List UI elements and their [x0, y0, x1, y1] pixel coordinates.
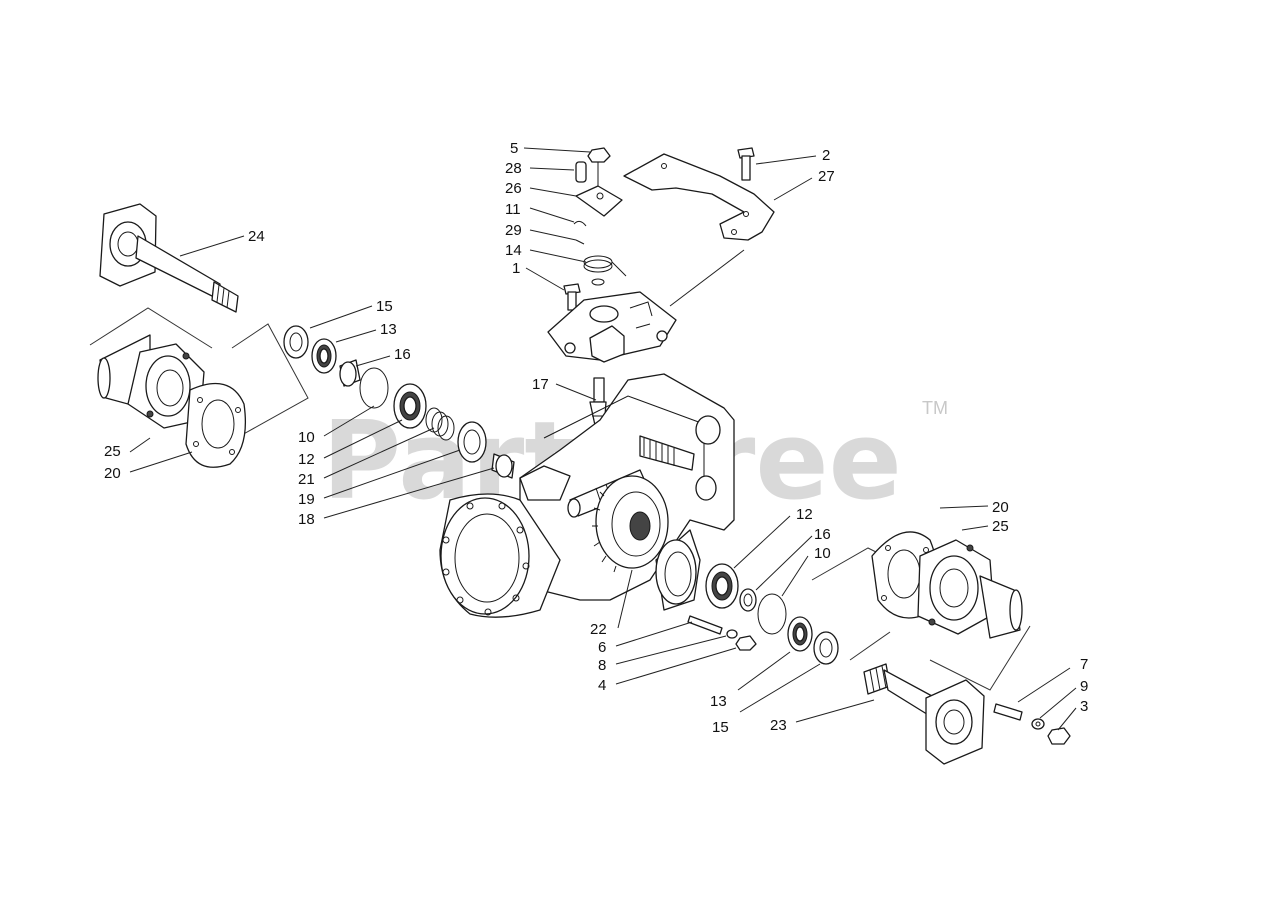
- callout-13-left: 13: [380, 321, 397, 338]
- callout-22: 22: [590, 621, 607, 638]
- callout-25-left: 25: [104, 443, 121, 460]
- callout-29: 29: [505, 222, 522, 239]
- left-bearing-18: [491, 453, 515, 479]
- watermark-trademark: TM: [922, 398, 948, 418]
- left-spring-21: [425, 407, 455, 441]
- callout-28: 28: [505, 160, 522, 177]
- left-hub: [97, 334, 205, 429]
- callout-26: 26: [505, 180, 522, 197]
- right-housing-cup: [655, 529, 701, 611]
- top-cover-plate: [547, 291, 677, 363]
- callout-27: 27: [818, 168, 835, 185]
- callout-15-left: 15: [376, 298, 393, 315]
- callout-17: 17: [532, 376, 549, 393]
- callout-1: 1: [512, 260, 520, 277]
- left-snap-ring-10: [359, 367, 389, 409]
- pin-28: [575, 161, 587, 183]
- leader-lines: [129, 147, 1077, 731]
- nut-4: [735, 635, 757, 651]
- callout-14: 14: [505, 242, 522, 259]
- callout-23: 23: [770, 717, 787, 734]
- left-bearing-13: [311, 338, 337, 374]
- callout-15-right: 15: [712, 719, 729, 736]
- spring-29: [575, 239, 585, 245]
- callout-20-left: 20: [104, 465, 121, 482]
- left-gasket: [185, 382, 247, 468]
- callout-12-right: 12: [796, 506, 813, 523]
- left-gear-19: [457, 421, 487, 463]
- callout-5: 5: [510, 140, 518, 157]
- callout-8: 8: [598, 657, 606, 674]
- callout-20-right: 20: [992, 499, 1009, 516]
- left-seal: [283, 325, 309, 359]
- callout-7: 7: [1080, 656, 1088, 673]
- stud-6: [687, 615, 723, 635]
- callout-16-right: 16: [814, 526, 831, 543]
- callout-6: 6: [598, 639, 606, 656]
- nut-5: [587, 147, 611, 186]
- left-spacer-16: [339, 359, 361, 387]
- washer-9: [1031, 718, 1045, 730]
- right-bearing-13: [787, 616, 813, 652]
- callout-3: 3: [1080, 698, 1088, 715]
- callout-13-right: 13: [710, 693, 727, 710]
- right-axle-shaft-23: [863, 663, 985, 765]
- stud-7: [993, 703, 1023, 721]
- right-bearing-12: [705, 563, 739, 609]
- bolt-1: [563, 283, 581, 311]
- right-hub-25: [917, 539, 1023, 639]
- callout-labels: 5 28 26 11 29 14 1 2 27 24 15 13 16 17 1…: [104, 140, 1088, 736]
- callout-19: 19: [298, 491, 315, 508]
- callout-18: 18: [298, 511, 315, 528]
- bolt-2: [737, 147, 755, 181]
- ring-gear-22: [592, 475, 669, 573]
- callout-2: 2: [822, 147, 830, 164]
- right-spacer-16: [739, 588, 757, 612]
- callout-4: 4: [598, 677, 606, 694]
- left-hub-group-box: [89, 307, 309, 437]
- callout-10-right: 10: [814, 545, 831, 562]
- washer-8: [726, 629, 738, 639]
- bracket-27: [623, 153, 775, 241]
- nut-3: [1047, 727, 1071, 745]
- callout-10-left: 10: [298, 429, 315, 446]
- torsion-spring-14: [583, 255, 627, 286]
- housing-flange: [439, 493, 561, 618]
- right-seal-15: [813, 631, 839, 665]
- callout-9: 9: [1080, 678, 1088, 695]
- clip-11: [573, 220, 587, 227]
- callout-25-right: 25: [992, 518, 1009, 535]
- plate-26: [575, 185, 623, 217]
- right-snap-ring-10: [757, 593, 787, 635]
- left-bearing-12: [393, 383, 427, 429]
- callout-21: 21: [298, 471, 315, 488]
- callout-12-left: 12: [298, 451, 315, 468]
- left-axle-shaft: [99, 203, 239, 313]
- callout-11: 11: [505, 201, 521, 218]
- callout-24: 24: [248, 228, 265, 245]
- callout-16-left: 16: [394, 346, 411, 363]
